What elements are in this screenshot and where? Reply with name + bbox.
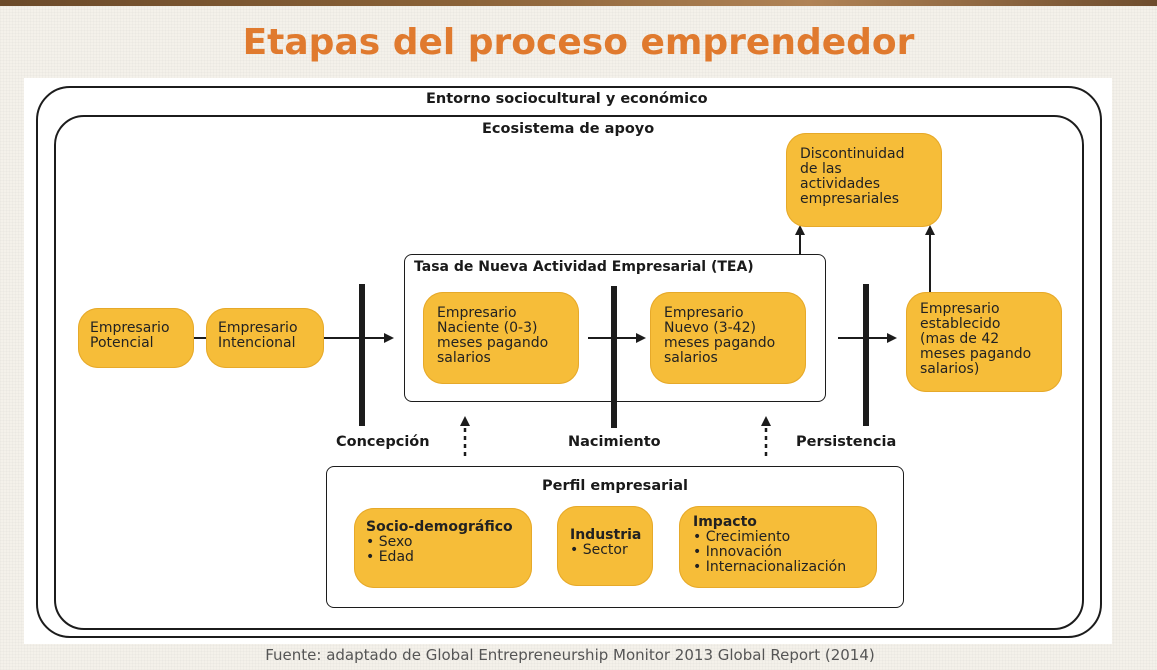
impacto-item-internacionalizacion: • Internacionalización [693,559,847,575]
nacimiento-bar [611,286,617,428]
phase-concepcion: Concepción [336,434,430,450]
entorno-label: Entorno sociocultural y económico [426,91,708,107]
naciente-line-4: salarios [437,350,491,366]
ecosistema-label: Ecosistema de apoyo [482,121,655,137]
source-caption: Fuente: adaptado de Global Entrepreneurs… [265,646,875,664]
page-title: Etapas del proceso emprendedor [242,22,915,63]
potencial-line-2: Potencial [90,335,154,351]
impacto-item-crecimiento: • Crecimiento [693,529,791,545]
perfil-label: Perfil empresarial [542,478,688,494]
intencional-line-1: Empresario [218,320,298,336]
establecido-line-1: Empresario [920,301,1000,317]
tea-label: Tasa de Nueva Actividad Empresarial (TEA… [414,259,754,275]
nuevo-line-2: Nuevo (3-42) [664,320,756,336]
discontinuidad-line-1: Discontinuidad [800,146,905,162]
phase-persistencia: Persistencia [796,434,897,450]
socio-item-sexo: • Sexo [366,534,413,550]
discontinuidad-line-2: de las [800,161,842,177]
nuevo-line-3: meses pagando [664,335,776,351]
entorno-frame [36,86,1102,638]
concepcion-bar [359,284,365,426]
box-impacto: Impacto • Crecimiento • Innovación • Int… [679,506,877,588]
perfil-frame [326,466,904,608]
box-empresario-naciente: Empresario Naciente (0-3) meses pagando … [423,292,579,384]
naciente-line-1: Empresario [437,305,517,321]
establecido-line-5: salarios) [920,361,980,377]
socio-demografico-heading: Socio-demográfico [366,519,513,535]
nuevo-line-4: salarios [664,350,718,366]
naciente-line-3: meses pagando [437,335,549,351]
discontinuidad-line-3: actividades [800,176,881,192]
impacto-item-innovacion: • Innovación [693,544,783,560]
box-empresario-nuevo: Empresario Nuevo (3-42) meses pagando sa… [650,292,806,384]
box-industria: Industria • Sector [557,506,653,586]
box-empresario-potencial: Empresario Potencial [78,308,194,368]
establecido-line-2: establecido [920,316,1001,332]
box-empresario-establecido: Empresario establecido (mas de 42 meses … [906,292,1062,392]
socio-item-edad: • Edad [366,549,414,565]
naciente-line-2: Naciente (0-3) [437,320,538,336]
discontinuidad-line-4: empresariales [800,191,900,207]
ecosistema-frame [54,115,1084,630]
persistencia-bar [863,284,869,426]
establecido-line-4: meses pagando [920,346,1032,362]
box-empresario-intencional: Empresario Intencional [206,308,324,368]
top-decorative-strip [0,0,1157,6]
potencial-line-1: Empresario [90,320,170,336]
impacto-heading: Impacto [693,514,757,530]
box-discontinuidad: Discontinuidad de las actividades empres… [786,133,942,227]
nuevo-line-1: Empresario [664,305,744,321]
industria-heading: Industria [570,527,642,543]
box-socio-demografico: Socio-demográfico • Sexo • Edad [354,508,532,588]
intencional-line-2: Intencional [218,335,296,351]
phase-nacimiento: Nacimiento [568,434,661,450]
industria-item-sector: • Sector [570,542,628,558]
establecido-line-3: (mas de 42 [920,331,1000,347]
